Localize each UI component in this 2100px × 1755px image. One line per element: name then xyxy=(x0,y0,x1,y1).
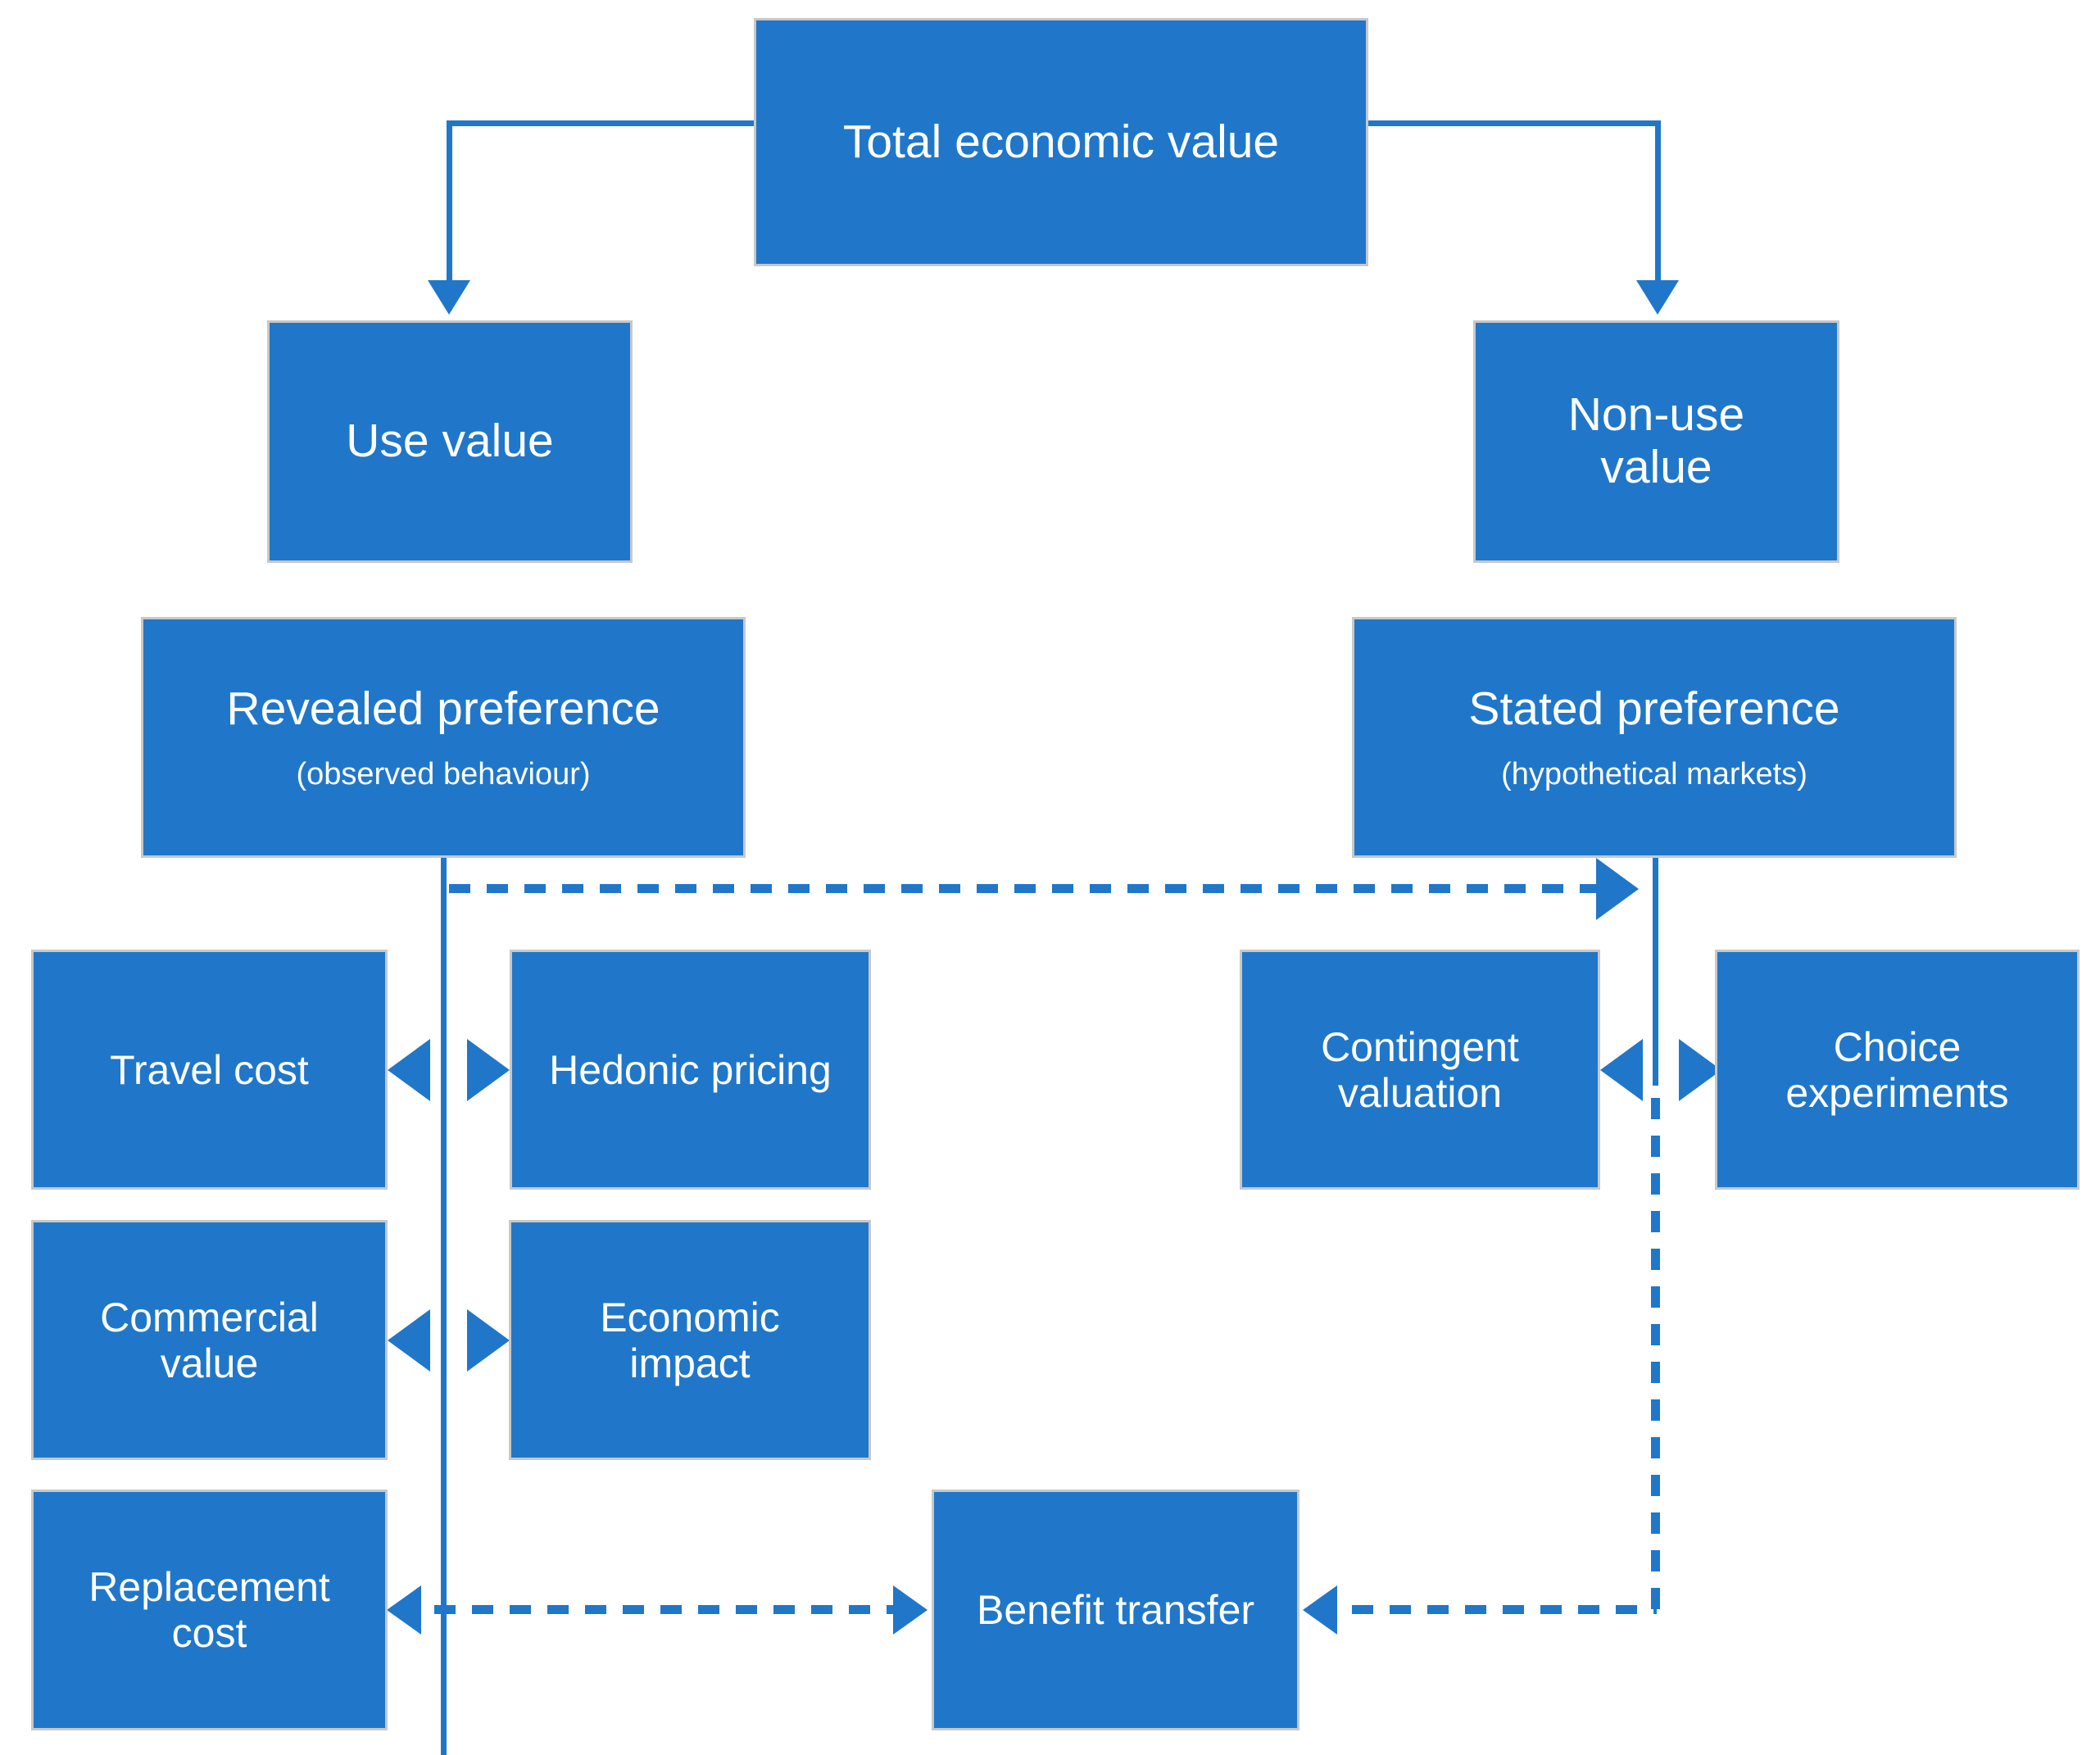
edge-stated-to-benefit-arrowhead xyxy=(1303,1585,1337,1635)
edge-stated-spine xyxy=(1653,856,1658,1086)
edge-replacement-benefit-arrowhead-right xyxy=(893,1585,928,1635)
node-benefit-transfer[interactable]: Benefit transfer xyxy=(932,1490,1299,1730)
edge-stated-to-benefit-vertical-dash xyxy=(1651,1098,1660,1610)
node-commercial-value-label-line1: Commercial xyxy=(100,1294,319,1340)
edge-replacement-benefit-dash xyxy=(434,1605,918,1614)
edge-tev-left-horizontal xyxy=(447,120,756,126)
edge-stated-to-benefit-horizontal-dash xyxy=(1352,1605,1657,1614)
edge-travel-hedonic-arrowhead-right xyxy=(467,1039,510,1101)
node-total-economic-value-label: Total economic value xyxy=(842,115,1280,168)
node-replacement-cost[interactable]: Replacement cost xyxy=(31,1490,388,1730)
node-contingent-valuation-label-line2: valuation xyxy=(1337,1069,1503,1116)
edge-replacement-benefit-arrowhead-left xyxy=(387,1585,421,1635)
node-revealed-preference-sublabel: (observed behaviour) xyxy=(296,756,591,791)
node-economic-impact[interactable]: Economic impact xyxy=(509,1220,871,1460)
edge-tev-left-vertical xyxy=(447,120,452,284)
node-economic-impact-label-line1: Economic xyxy=(600,1294,780,1340)
node-choice-experiments-label-line2: experiments xyxy=(1785,1069,2009,1116)
node-replacement-cost-label-line1: Replacement xyxy=(88,1564,330,1610)
edge-commercial-economic-arrowhead-left xyxy=(388,1309,430,1372)
node-choice-experiments-label-line1: Choice xyxy=(1833,1023,1962,1070)
node-total-economic-value[interactable]: Total economic value xyxy=(754,18,1368,266)
node-revealed-preference-label: Revealed preference xyxy=(226,682,660,735)
node-hedonic-pricing[interactable]: Hedonic pricing xyxy=(510,950,871,1190)
edge-revealed-to-stated-dash xyxy=(449,884,1596,893)
node-stated-preference[interactable]: Stated preference (hypothetical markets) xyxy=(1352,617,1957,858)
node-use-value[interactable]: Use value xyxy=(267,320,633,563)
edge-revealed-to-stated-arrowhead xyxy=(1596,858,1639,920)
node-benefit-transfer-label: Benefit transfer xyxy=(976,1587,1255,1633)
edge-commercial-economic-arrowhead-right xyxy=(467,1309,510,1372)
node-commercial-value-label-line2: value xyxy=(160,1340,259,1386)
node-non-use-value-label-line2: value xyxy=(1600,441,1712,493)
node-stated-preference-label: Stated preference xyxy=(1468,682,1840,735)
edge-revealed-spine xyxy=(441,856,447,1755)
edge-tev-right-horizontal xyxy=(1366,120,1661,126)
node-travel-cost[interactable]: Travel cost xyxy=(31,950,388,1190)
node-non-use-value[interactable]: Non-use value xyxy=(1473,320,1839,563)
edge-contingent-choice-arrowhead-left xyxy=(1600,1039,1643,1101)
edge-contingent-choice-arrowhead-right xyxy=(1679,1039,1721,1101)
node-travel-cost-label: Travel cost xyxy=(110,1046,309,1093)
node-revealed-preference[interactable]: Revealed preference (observed behaviour) xyxy=(141,617,746,858)
node-contingent-valuation-label-line1: Contingent xyxy=(1321,1023,1519,1070)
node-non-use-value-label-line1: Non-use xyxy=(1567,388,1745,442)
node-economic-impact-label-line2: impact xyxy=(629,1340,751,1386)
node-commercial-value[interactable]: Commercial value xyxy=(31,1220,388,1460)
edge-tev-right-vertical xyxy=(1655,120,1661,284)
node-hedonic-pricing-label: Hedonic pricing xyxy=(549,1046,832,1093)
node-contingent-valuation[interactable]: Contingent valuation xyxy=(1240,950,1600,1190)
node-choice-experiments[interactable]: Choice experiments xyxy=(1715,950,2080,1190)
node-use-value-label: Use value xyxy=(346,415,554,468)
edge-tev-right-arrowhead xyxy=(1636,280,1679,315)
edge-tev-left-arrowhead xyxy=(428,280,470,315)
node-stated-preference-sublabel: (hypothetical markets) xyxy=(1501,756,1807,791)
node-replacement-cost-label-line2: cost xyxy=(171,1610,247,1656)
edge-travel-hedonic-arrowhead-left xyxy=(388,1039,430,1101)
